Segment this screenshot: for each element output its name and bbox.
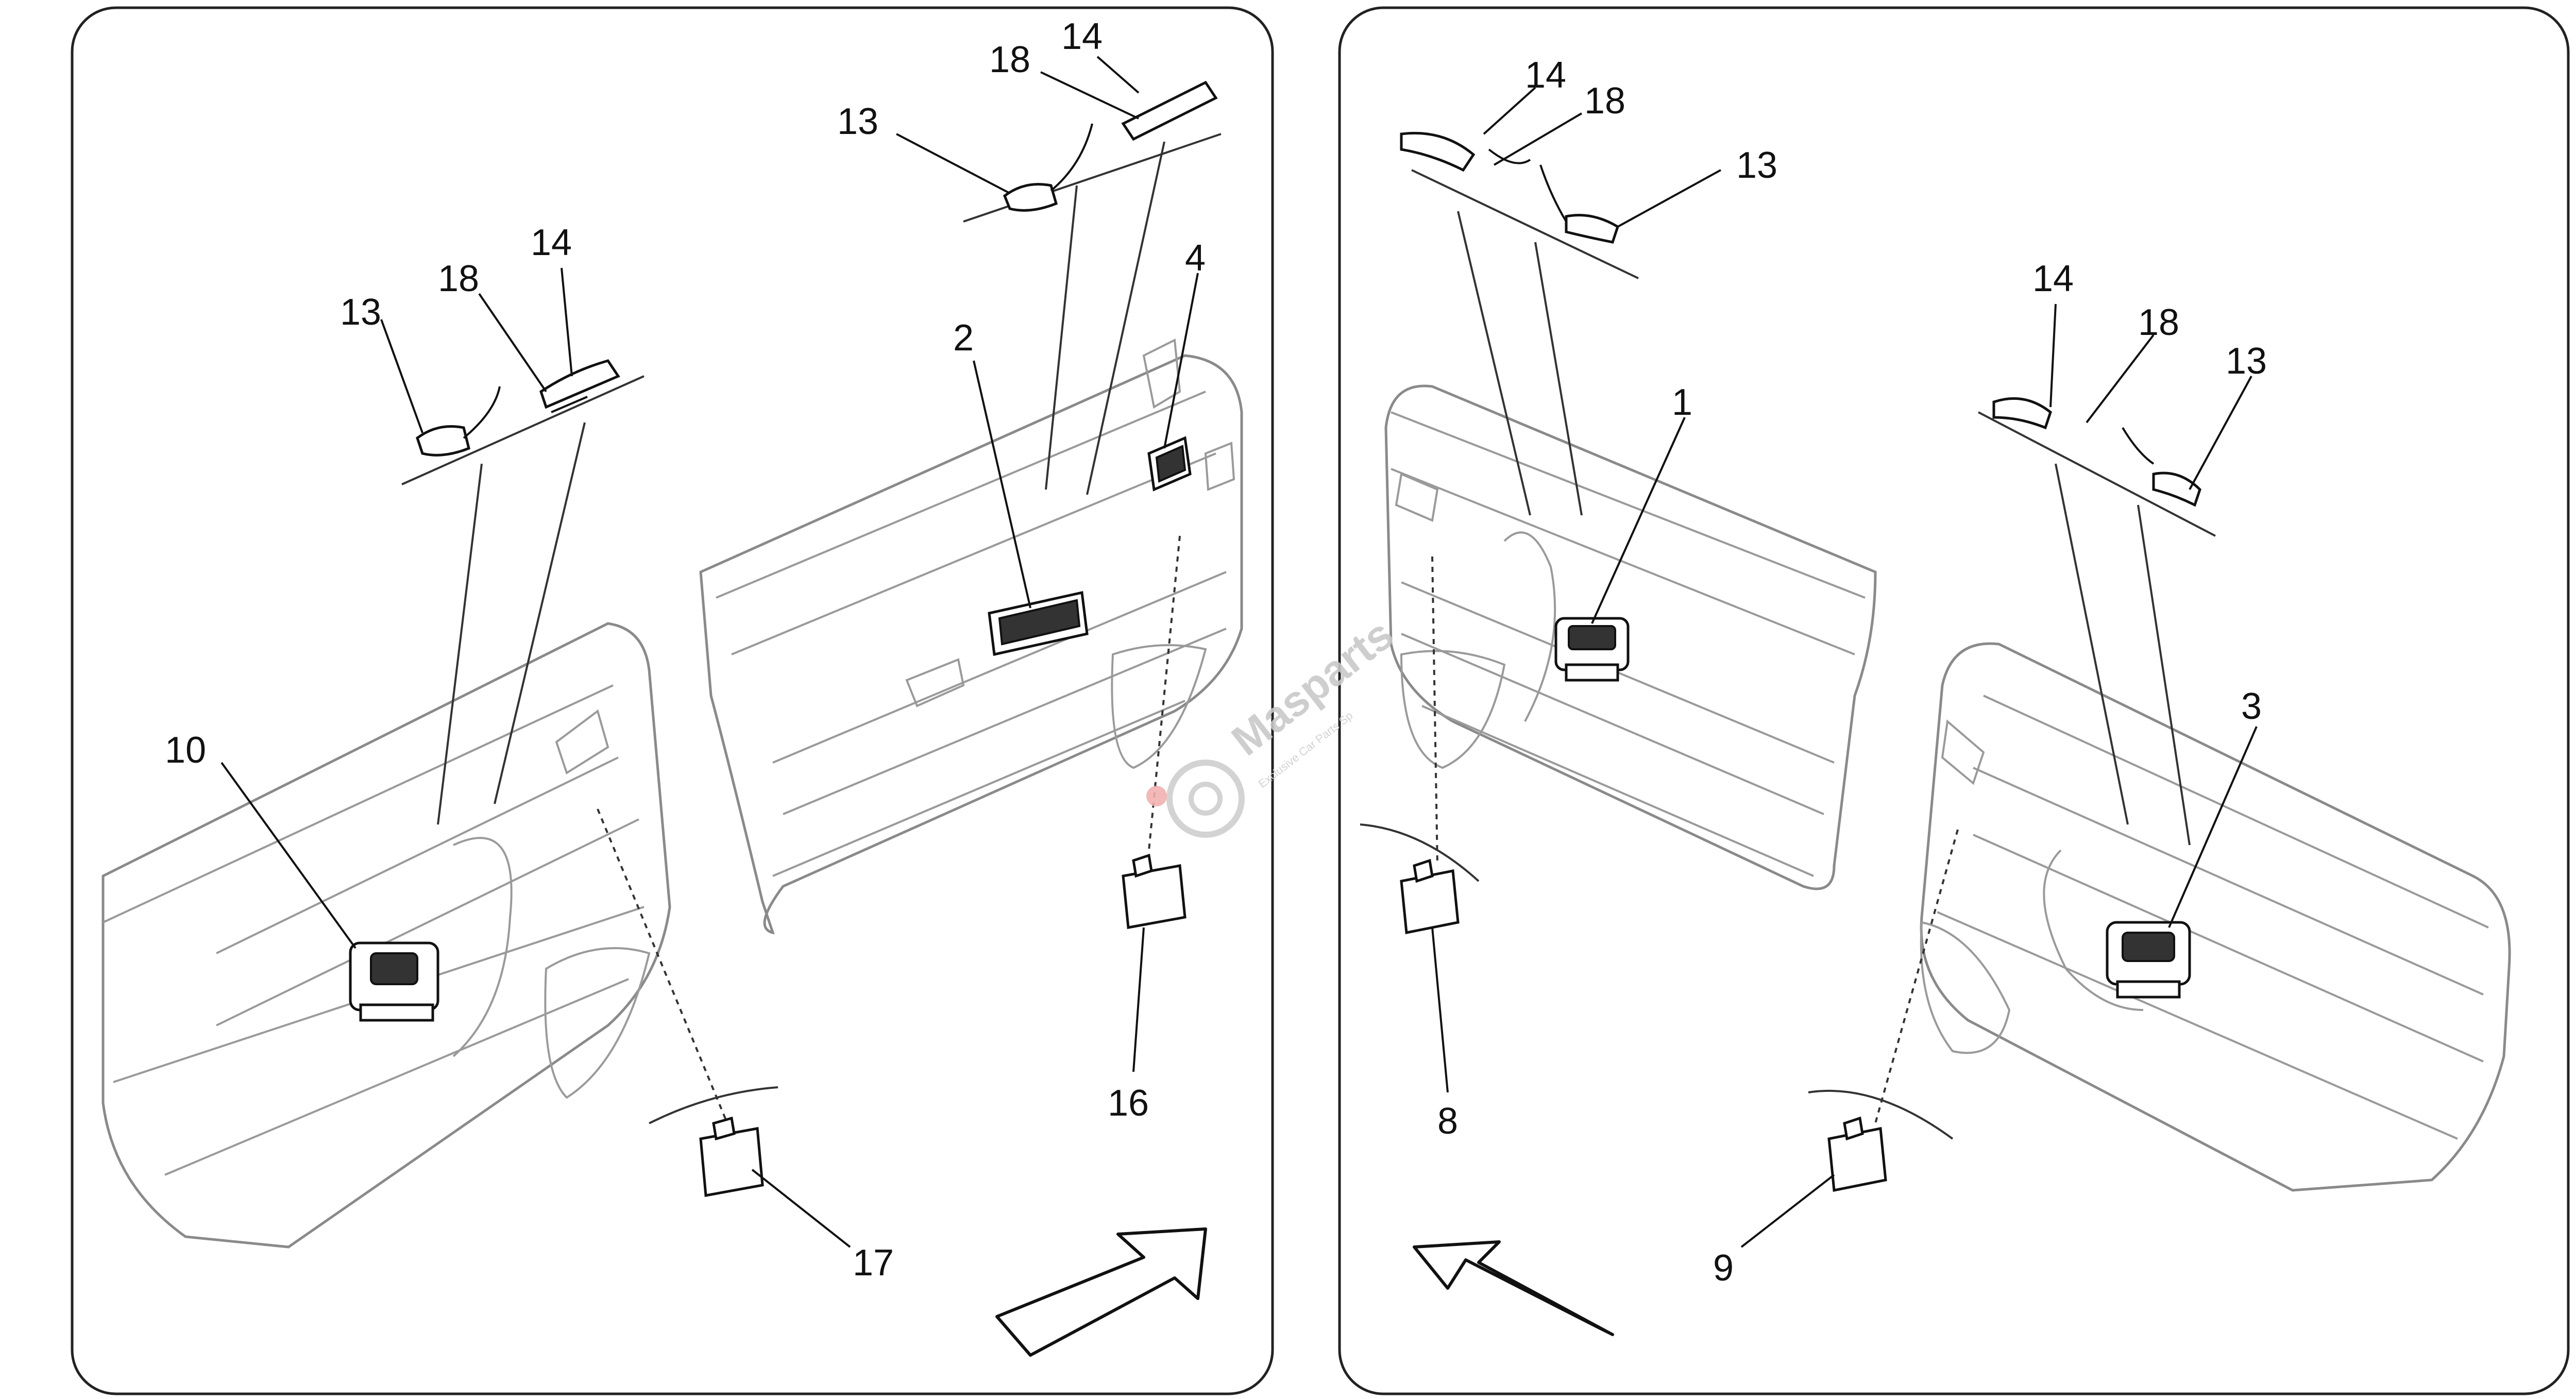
- callouts-left: 13 18 14 13 18 14 2 4 10 16 17: [165, 16, 1206, 1284]
- callout-4: 4: [1185, 238, 1206, 279]
- callout-18a: 18: [438, 258, 479, 299]
- module-16: [1122, 853, 1187, 929]
- callout-13b: 13: [837, 101, 878, 142]
- module-17: [699, 1116, 764, 1197]
- callout-18d: 18: [2138, 302, 2179, 343]
- callout-13c: 13: [1736, 145, 1777, 186]
- callout-13d: 13: [2226, 341, 2267, 382]
- trim-clip-set-upper-right: [1400, 131, 1620, 244]
- front-door-right: [1384, 384, 1877, 890]
- trim-clip-set-lower-left: [416, 359, 620, 457]
- callout-18c: 18: [1584, 80, 1625, 122]
- right-panel: 14 18 13 14 18 13 1 3 8 9: [1338, 6, 2570, 1395]
- callout-14a: 14: [531, 222, 572, 263]
- left-panel: 13 18 14 13 18 14 2 4 10 16 17: [71, 6, 1274, 1395]
- rear-door-left: [101, 622, 671, 1249]
- callout-2: 2: [953, 317, 974, 359]
- callout-14b: 14: [1061, 16, 1103, 57]
- window-switch-3: [2106, 921, 2191, 999]
- callout-8: 8: [1437, 1101, 1458, 1142]
- trim-clip-set-upper-left: [1003, 80, 1218, 212]
- window-switch-10: [349, 941, 439, 1022]
- module-8: [1400, 858, 1460, 934]
- switch-4: [1147, 436, 1192, 492]
- callout-17: 17: [853, 1242, 894, 1284]
- module-9: [1827, 1116, 1887, 1192]
- callout-3: 3: [2241, 686, 2262, 727]
- callout-9: 9: [1713, 1248, 1734, 1289]
- callout-10: 10: [165, 730, 206, 771]
- arrow-forward-right-icon: [995, 1227, 1207, 1357]
- window-switch-2: [988, 591, 1089, 656]
- gear-logo-icon: [1146, 760, 1245, 838]
- callout-13a: 13: [340, 292, 381, 333]
- callout-14c: 14: [1525, 55, 1566, 96]
- rear-door-right: [1920, 642, 2511, 1192]
- arrow-forward-left-icon: [1413, 1240, 1614, 1336]
- callout-14d: 14: [2032, 258, 2074, 299]
- callout-18b: 18: [989, 39, 1030, 80]
- trim-clip-set-lower-right: [1992, 397, 2201, 507]
- callout-1: 1: [1672, 382, 1692, 423]
- window-switch-1: [1554, 617, 1630, 682]
- front-door-left: [699, 338, 1243, 935]
- callouts-right: 14 18 13 14 18 13 1 3 8 9: [1431, 55, 2267, 1289]
- callout-16: 16: [1108, 1083, 1149, 1124]
